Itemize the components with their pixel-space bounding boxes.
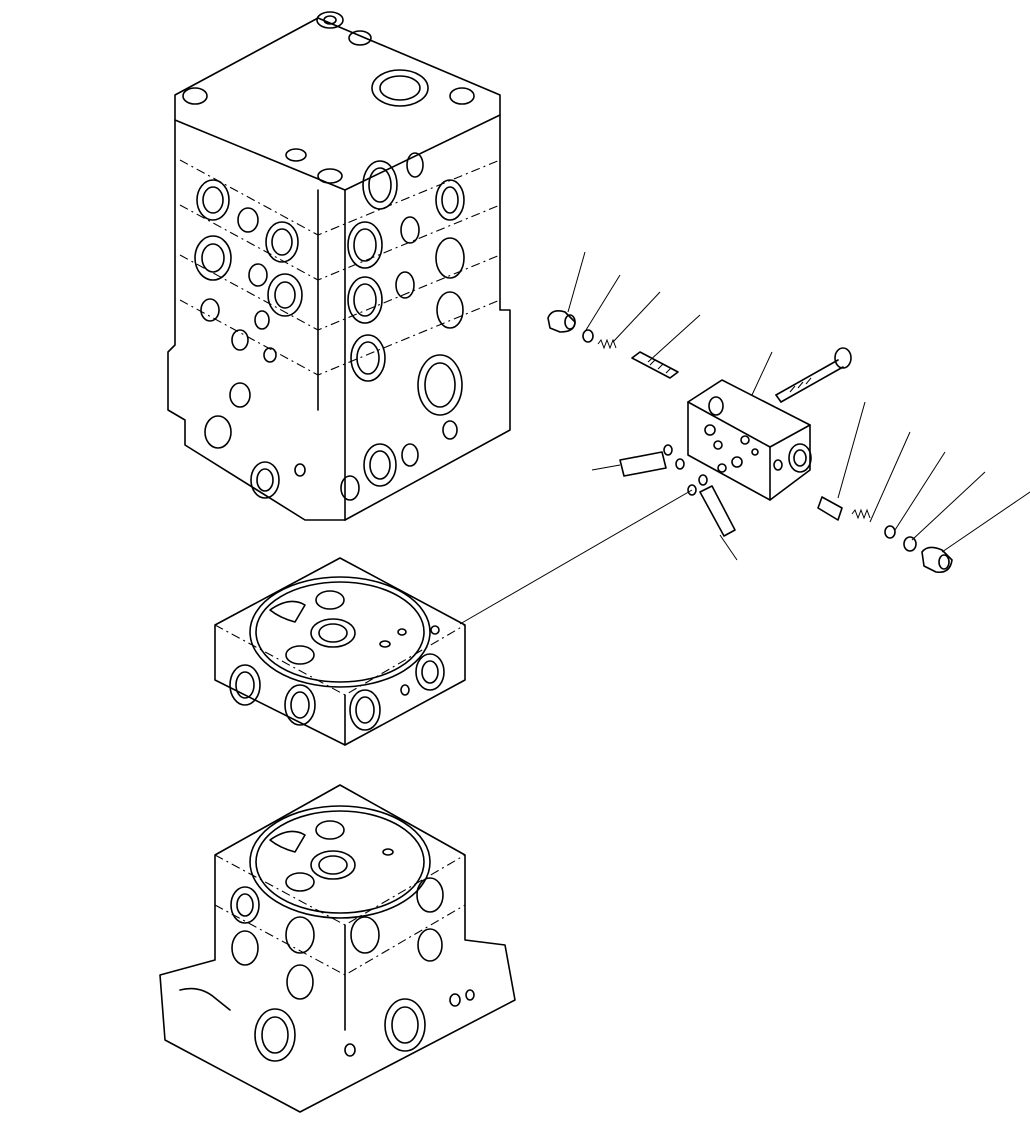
relief-valve-block — [687, 379, 812, 501]
right-plug-assembly — [817, 496, 953, 574]
valve-section-middle — [214, 557, 466, 746]
left-plug-assembly — [547, 310, 679, 379]
leader-lines — [459, 251, 1030, 625]
valve-stack-top — [167, 11, 511, 521]
mounting-bolt — [775, 347, 852, 403]
dowel-pins — [619, 444, 736, 537]
valve-section-bottom — [159, 784, 516, 1113]
